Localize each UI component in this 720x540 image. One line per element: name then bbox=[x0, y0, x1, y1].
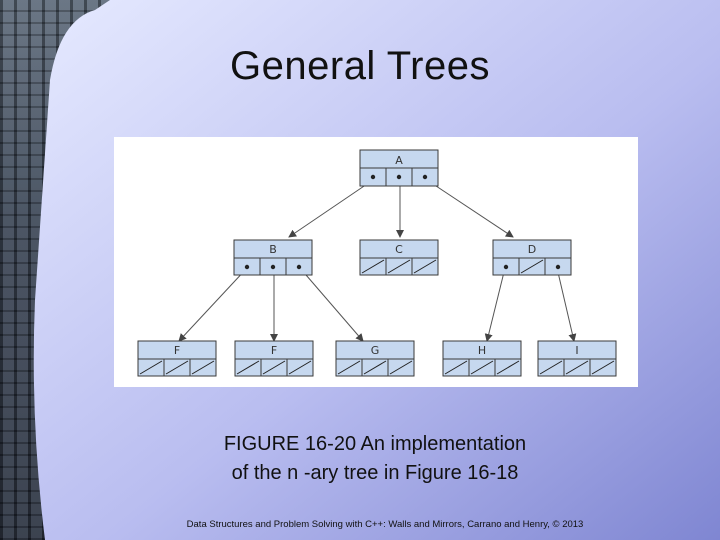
node-g: G bbox=[335, 340, 415, 377]
slide-footer: Data Structures and Problem Solving with… bbox=[186, 519, 584, 530]
edge-d-h bbox=[484, 267, 506, 342]
node-c: C bbox=[359, 239, 439, 276]
node-d-label: D bbox=[528, 243, 536, 256]
node-a: A bbox=[359, 149, 439, 187]
node-f: F bbox=[234, 340, 314, 377]
tree-diagram: A B C bbox=[137, 149, 617, 377]
edge-a-d bbox=[426, 179, 514, 238]
node-i-label: I bbox=[575, 344, 578, 357]
slide-title: General Trees bbox=[230, 44, 490, 88]
figure-caption: FIGURE 16-20 An implementation of the n … bbox=[150, 430, 600, 488]
figure-image: A B C bbox=[114, 137, 638, 387]
node-e-label: F bbox=[174, 344, 180, 357]
node-h: H bbox=[442, 340, 522, 377]
node-h-label: H bbox=[478, 344, 486, 357]
edge-b-g bbox=[299, 267, 364, 342]
edge-a-b bbox=[288, 179, 374, 238]
node-f-label: F bbox=[271, 344, 277, 357]
caption-line-1: FIGURE 16-20 An implementation bbox=[223, 433, 527, 455]
node-b-label: B bbox=[269, 243, 277, 256]
node-a-label: A bbox=[395, 154, 403, 167]
node-g-label: G bbox=[371, 344, 380, 357]
edge-d-i bbox=[556, 267, 577, 342]
tree-edges bbox=[178, 179, 577, 342]
node-b: B bbox=[233, 239, 313, 276]
node-e: F bbox=[137, 340, 217, 377]
caption-line-2: of the n -ary tree in Figure 16-18 bbox=[231, 462, 519, 484]
node-c-label: C bbox=[395, 243, 403, 256]
node-d: D bbox=[492, 239, 572, 276]
edge-b-e bbox=[178, 267, 248, 342]
node-i: I bbox=[537, 340, 617, 377]
